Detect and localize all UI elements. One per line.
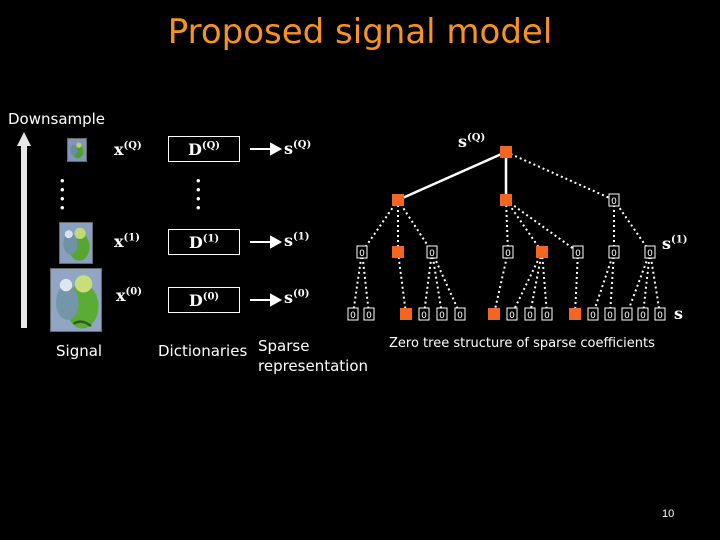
tree-dotted-edge — [574, 251, 579, 315]
tree-zero-value: 0 — [607, 311, 613, 321]
tree-zero-value: 0 — [359, 249, 365, 259]
tree-solid-edge — [397, 150, 507, 202]
signal-thumbnail-1 — [59, 222, 93, 264]
tree-zero-node — [502, 245, 514, 259]
tree-zero-node — [621, 307, 633, 321]
tree-dotted-edge — [649, 251, 661, 315]
tree-zero-value: 0 — [429, 249, 435, 259]
tree-zero-node — [506, 307, 518, 321]
tree-zero-value: 0 — [527, 311, 533, 321]
tree-nonzero-node — [500, 146, 512, 158]
tree-zero-node — [644, 245, 656, 259]
tree-nonzero-node — [569, 308, 581, 320]
tree-nonzero-node — [392, 194, 404, 206]
tree-nonzero-node — [500, 194, 512, 206]
tree-zero-value: 0 — [544, 311, 550, 321]
tree-dotted-edge — [431, 251, 443, 315]
tree-zero-node — [454, 307, 466, 321]
tree-zero-node — [604, 307, 616, 321]
tree-dotted-edge — [361, 251, 370, 315]
tree-dotted-edge — [642, 251, 651, 315]
dictionaries-label: Dictionaries — [158, 342, 248, 360]
dictionary-ellipsis: •••• — [196, 173, 201, 215]
tree-zero-node — [356, 245, 368, 259]
sparse-representation-label: Sparse representation — [258, 337, 369, 375]
tree-dotted-edge — [423, 251, 433, 315]
tree-nonzero-node — [400, 308, 412, 320]
downsample-label: Downsample — [8, 110, 106, 128]
downsample-arrow — [17, 132, 31, 328]
tree-dotted-edge — [493, 251, 509, 315]
tree-zero-node — [608, 193, 620, 207]
signal-x-q: x(Q) — [114, 140, 142, 159]
tree-dotted-edge — [397, 199, 433, 253]
tree-zero-value: 0 — [457, 311, 463, 321]
tree-dotted-edge — [511, 251, 543, 315]
tree-zero-value: 0 — [575, 249, 581, 259]
sparse-s-0: s(0) — [284, 288, 310, 307]
tree-nonzero-node — [488, 308, 500, 320]
signal-ellipsis: •••• — [60, 173, 65, 215]
tree-zero-node — [587, 307, 599, 321]
tree-nonzero-node — [536, 246, 548, 258]
tree-dotted-edge — [609, 251, 615, 315]
tree-dotted-edge — [613, 199, 651, 253]
slide-title: Proposed signal model — [167, 12, 553, 52]
tree-zero-node — [363, 307, 375, 321]
zero-tree-label: Zero tree structure of sparse coefficien… — [389, 336, 655, 351]
tree-dotted-edge — [626, 251, 651, 315]
tree-zero-node — [347, 307, 359, 321]
tree-zero-node — [541, 307, 553, 321]
tree-zero-node — [654, 307, 666, 321]
tree-zero-value: 0 — [657, 311, 663, 321]
sparse-s-q: s(Q) — [284, 139, 312, 158]
tree-zero-value: 0 — [439, 311, 445, 321]
tree-zero-value: 0 — [350, 311, 356, 321]
tree-zero-node — [436, 307, 448, 321]
tree-zero-value: 0 — [509, 311, 515, 321]
tree-dotted-edge — [505, 151, 615, 201]
tree-dotted-edge — [592, 251, 615, 315]
signal-x-1: x(1) — [114, 232, 140, 251]
dictionary-d-q: D(Q) — [168, 136, 240, 162]
tree-zero-node — [426, 245, 438, 259]
tree-zero-value: 0 — [611, 249, 617, 259]
tree-dotted-edge — [397, 251, 407, 315]
tree-dotted-edge — [505, 199, 579, 253]
tree-dotted-edge — [529, 251, 543, 315]
tree-label-level-0: s — [674, 304, 684, 323]
dictionary-d-0: D(0) — [168, 287, 240, 313]
tree-dotted-edge — [361, 199, 399, 253]
tree-zero-node — [418, 307, 430, 321]
tree-zero-node — [572, 245, 584, 259]
tree-dotted-edge — [505, 199, 509, 253]
tree-zero-value: 0 — [421, 311, 427, 321]
tree-zero-value: 0 — [366, 311, 372, 321]
tree-zero-node — [608, 245, 620, 259]
tree-zero-node — [524, 307, 536, 321]
sparse-s-1: s(1) — [284, 231, 310, 250]
tree-zero-value: 0 — [505, 249, 511, 259]
tree-nonzero-node — [392, 246, 404, 258]
tree-label-level-1: s(1) — [662, 234, 688, 253]
tree-dotted-edge — [505, 199, 543, 253]
tree-zero-node — [637, 307, 649, 321]
tree-zero-value: 0 — [624, 311, 630, 321]
tree-dotted-edge — [541, 251, 548, 315]
tree-dotted-edge — [431, 251, 461, 315]
tree-zero-value: 0 — [611, 197, 617, 207]
signal-x-0: x(0) — [116, 286, 142, 305]
tree-zero-value: 0 — [640, 311, 646, 321]
dictionary-d-1: D(1) — [168, 229, 240, 255]
tree-label-root: s(Q) — [458, 132, 486, 151]
tree-zero-value: 0 — [590, 311, 596, 321]
signal-thumbnail-q — [67, 138, 87, 162]
signal-thumbnail-0 — [50, 268, 102, 332]
page-number: 10 — [662, 508, 675, 520]
tree-dotted-edge — [352, 251, 363, 315]
tree-zero-value: 0 — [647, 249, 653, 259]
signal-label: Signal — [56, 342, 103, 360]
